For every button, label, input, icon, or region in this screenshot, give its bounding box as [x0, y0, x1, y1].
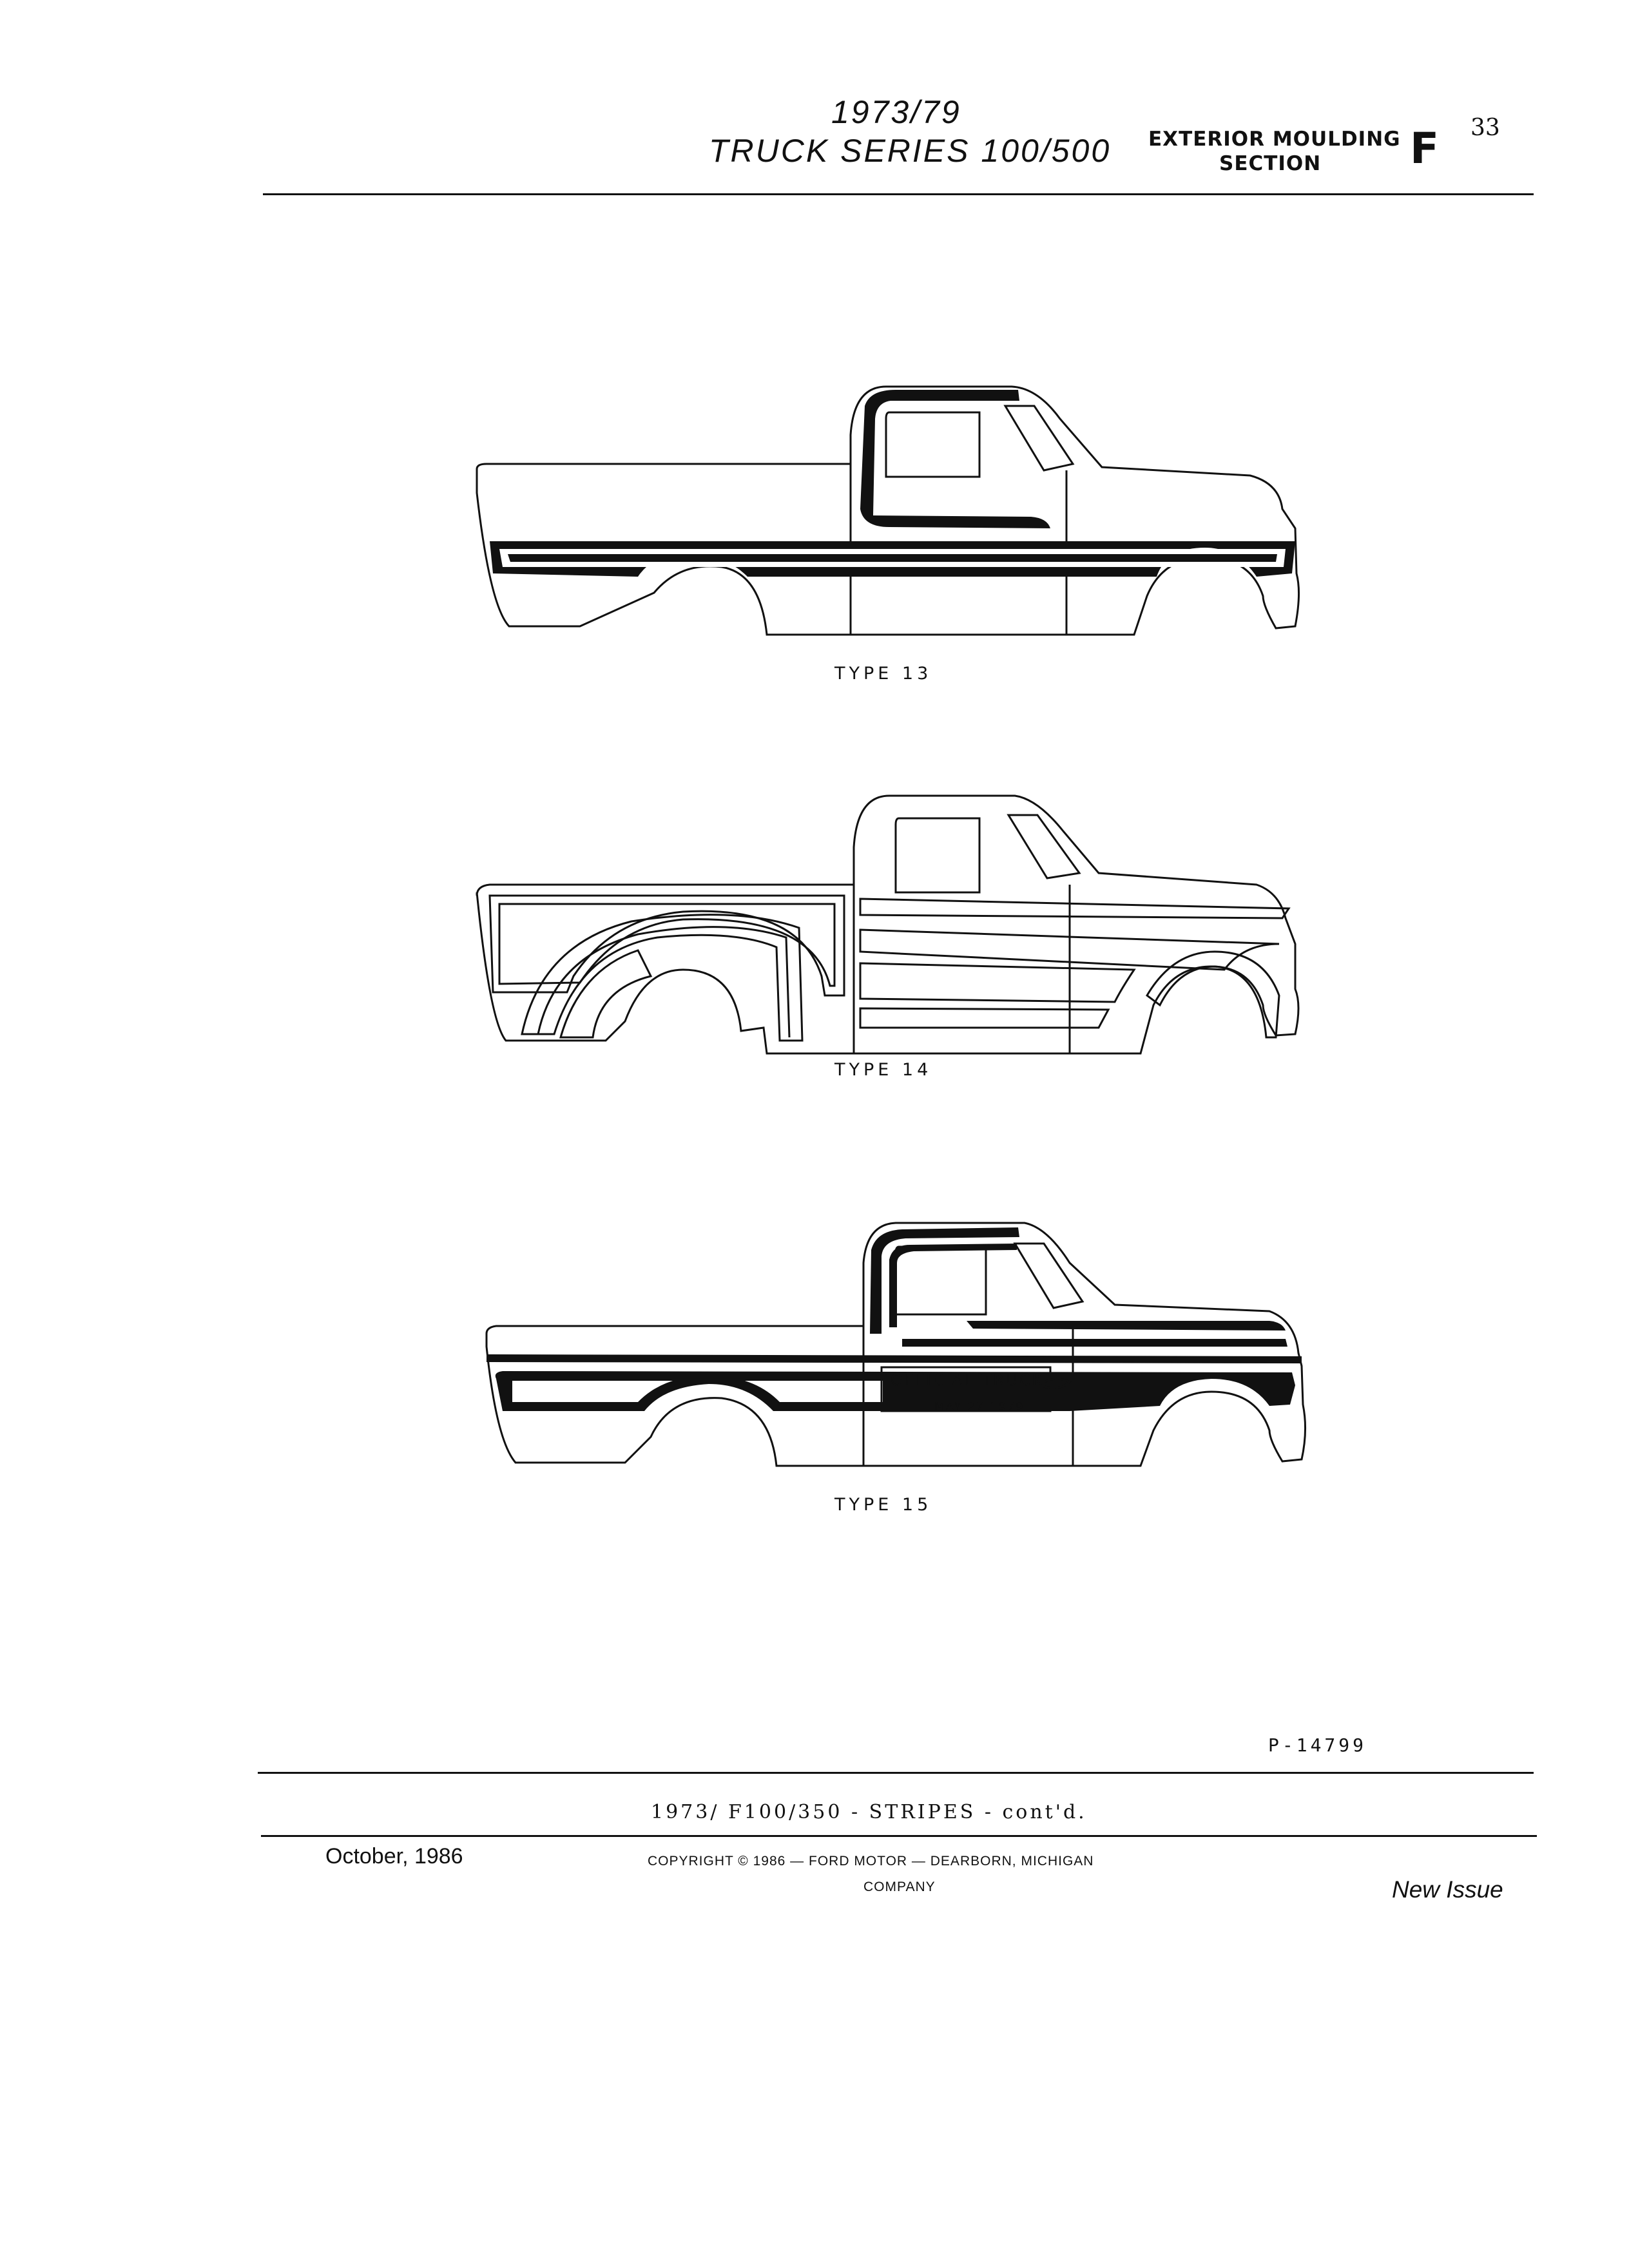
bed-panel-stripe-inner	[498, 903, 836, 987]
header-series: TRUCK SERIES 100/500	[709, 133, 1112, 169]
cab-stripe-4	[859, 1007, 1110, 1029]
side-stripe-top	[487, 1354, 1302, 1363]
door-decal-text-official: OFFICIAL TRUCK	[891, 1371, 1045, 1389]
truck-drawing-type-14	[476, 794, 1300, 1055]
cab-window-outline	[894, 1245, 987, 1316]
cab-window-outline	[894, 817, 981, 894]
cab-stripe	[860, 390, 1050, 528]
header-rule	[263, 193, 1534, 195]
section-title-line1: EXTERIOR MOULDING	[1148, 128, 1401, 151]
windshield-outline	[1003, 405, 1075, 472]
header-year-range: 1973/79	[831, 94, 961, 130]
footer-copyright: COPYRIGHT © 1986 — FORD MOTOR — DEARBORN…	[648, 1854, 1094, 1869]
page-number: 33	[1470, 115, 1500, 141]
cab-stripe-1	[859, 898, 1291, 919]
figure-label-type-14: TYPE 14	[834, 1060, 932, 1080]
side-stripe-lower	[495, 1371, 1295, 1411]
truck-drawing-type-15	[485, 1222, 1307, 1467]
caption-rule-top	[258, 1772, 1534, 1774]
section-caption: 1973/ F100/350 - STRIPES - cont'd.	[651, 1801, 1087, 1823]
front-arch-stripe	[1146, 950, 1280, 1039]
hood-stripe-1	[967, 1321, 1286, 1331]
part-number: P-14799	[1268, 1735, 1367, 1756]
windshield-outline	[1013, 1242, 1084, 1309]
cab-stripe-3	[859, 962, 1136, 1003]
cab-stripe-outer	[870, 1227, 1019, 1334]
door-decal-text-date: MAY 27 1979	[934, 1400, 1025, 1414]
bed-arch-stripe-1	[521, 914, 804, 1042]
truck-body-outline	[476, 385, 1300, 636]
footer-issue-status: New Issue	[1392, 1876, 1503, 1903]
cab-stripe-2	[859, 928, 1280, 971]
caption-rule-bottom	[261, 1835, 1537, 1837]
hood-emblem-icon	[1043, 1378, 1072, 1389]
windshield-outline	[1007, 814, 1081, 879]
truck-body-outline	[485, 1222, 1307, 1467]
footer-copyright-company: COMPANY	[863, 1879, 936, 1894]
figure-label-type-15: TYPE 15	[834, 1495, 932, 1515]
truck-body-outline	[476, 794, 1300, 1055]
cab-window-outline	[885, 411, 981, 478]
bed-arch-stripe-2	[537, 926, 791, 1038]
figure-label-type-13: TYPE 13	[834, 664, 932, 684]
bed-arch-inner	[559, 949, 653, 1039]
section-title-line2: SECTION	[1219, 152, 1322, 175]
section-letter: F	[1410, 124, 1440, 173]
truck-drawing-type-13	[476, 385, 1300, 636]
footer-date: October, 1986	[325, 1844, 463, 1869]
hood-stripe-2	[902, 1339, 1287, 1347]
cab-stripe-inner	[889, 1244, 1017, 1327]
